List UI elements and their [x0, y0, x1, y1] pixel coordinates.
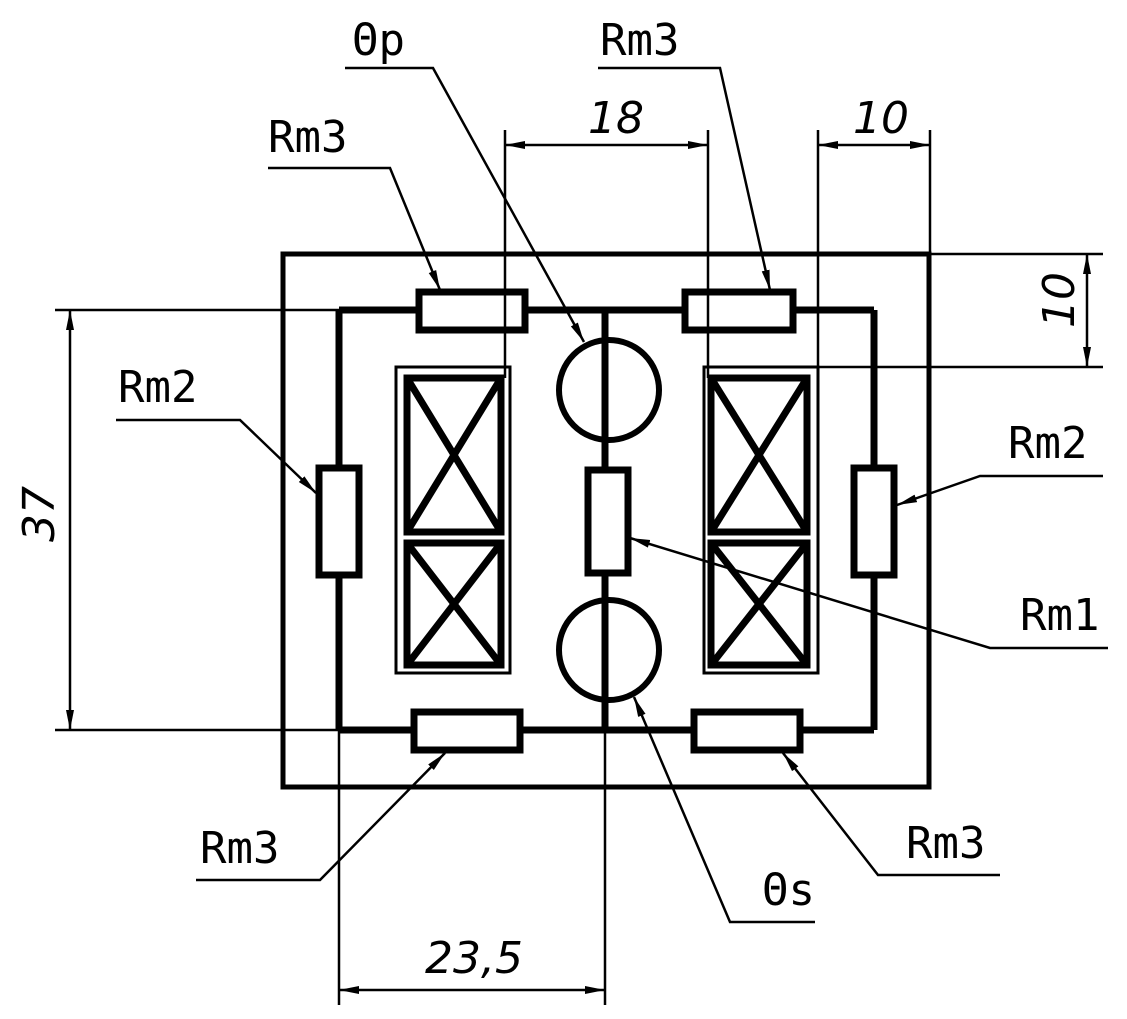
- windings: [394, 365, 820, 675]
- resistor-rm2-left: [315, 464, 363, 579]
- leader-rm2-right: [896, 474, 1103, 507]
- leader-lines: [116, 66, 1108, 924]
- leader-rm3-top-right: [598, 66, 772, 291]
- dim-text-10-right: 10: [1034, 272, 1085, 328]
- leader-rm1: [629, 536, 1108, 650]
- leader-rm2-left: [116, 418, 317, 494]
- label-rm3-bottom-left: Rm3: [200, 823, 279, 874]
- leader-rm3-top-left: [268, 166, 442, 291]
- mmf-sources: [556, 337, 662, 703]
- label-rm2-left: Rm2: [118, 362, 197, 413]
- label-theta-p: Θp: [352, 15, 405, 66]
- leader-theta-p: [345, 66, 586, 343]
- label-rm1: Rm1: [1020, 590, 1099, 641]
- label-rm3-top-right: Rm3: [600, 15, 679, 66]
- dim-text-18: 18: [588, 93, 644, 144]
- label-rm2-right: Rm2: [1008, 418, 1087, 469]
- resistor-rm3-bottom-left: [410, 708, 524, 754]
- leader-rm3-bottom-left: [196, 752, 446, 882]
- dimension-lines: [66, 141, 1091, 994]
- leader-rm3-bottom-right: [782, 752, 1000, 877]
- dimension-texts: 18 10 10 37 23,5: [14, 93, 1085, 984]
- source-theta-p: [556, 337, 662, 443]
- resistor-rm2-right: [850, 464, 898, 579]
- resistor-rm3-top-right: [681, 288, 797, 334]
- leader-theta-s: [632, 696, 815, 924]
- extension-lines: [55, 130, 1103, 1005]
- labels: Θp Rm3 Rm3 Rm2 Rm2 Rm1 Rm3 Rm3 Θs: [118, 15, 1099, 916]
- dim-text-10-top: 10: [853, 93, 909, 144]
- resistor-rm3-bottom-right: [690, 708, 804, 754]
- dim-text-37: 37: [14, 486, 65, 542]
- dim-text-23-5: 23,5: [425, 933, 523, 984]
- resistors: [315, 288, 898, 754]
- label-rm3-top-left: Rm3: [268, 112, 347, 163]
- resistor-rm3-top-left: [415, 288, 529, 334]
- label-theta-s: Θs: [762, 865, 815, 916]
- source-theta-s: [556, 597, 662, 703]
- resistor-rm1-center: [584, 466, 632, 577]
- label-rm3-bottom-right: Rm3: [906, 818, 985, 869]
